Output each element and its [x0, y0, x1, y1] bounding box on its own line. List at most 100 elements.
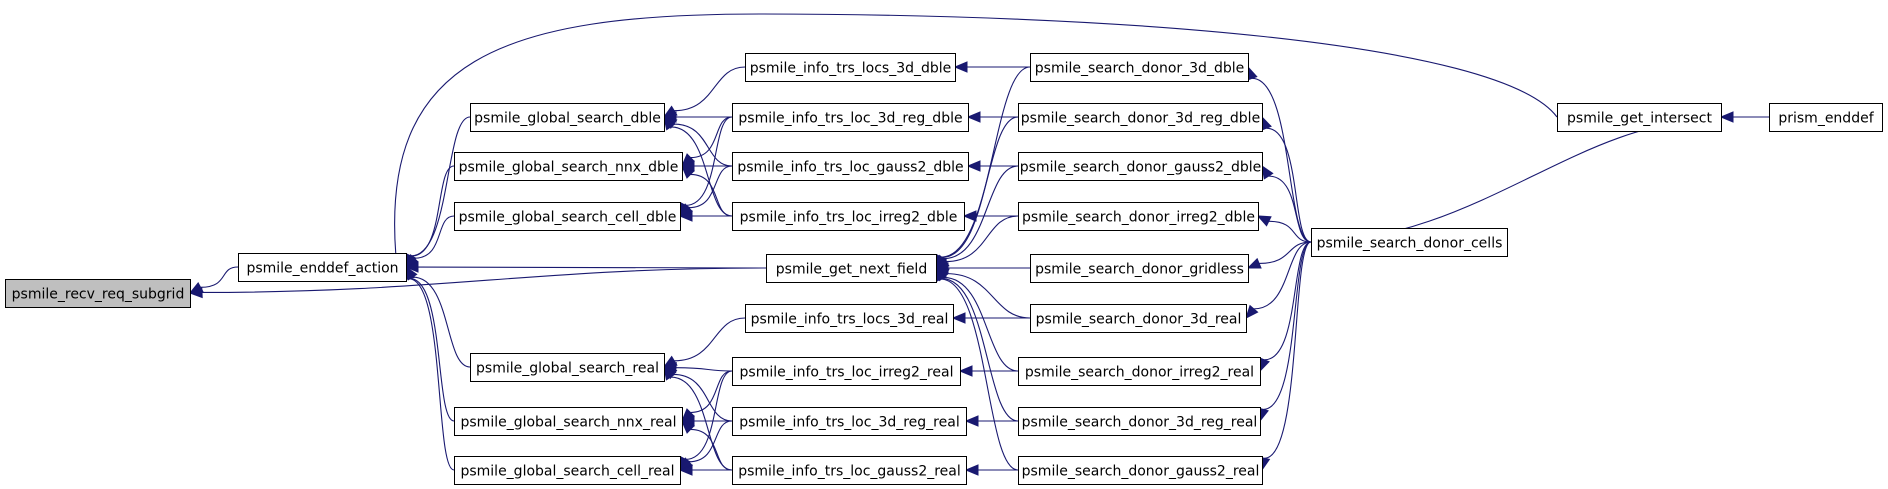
edge-psmile-info-trs-loc-irreg2-dble-to-psmile-global-search-nnx-dble — [681, 165, 733, 217]
node-label: psmile_search_donor_3d_dble — [1035, 61, 1244, 77]
node-box — [745, 53, 956, 82]
node-psmile-search-donor-gauss2-real[interactable]: psmile_search_donor_gauss2_real — [1018, 456, 1263, 485]
node-label: psmile_search_donor_3d_reg_real — [1022, 415, 1258, 431]
node-psmile-global-search-nnx-dble[interactable]: psmile_global_search_nnx_dble — [454, 152, 683, 181]
node-box — [1030, 304, 1247, 333]
node-label: psmile_enddef_action — [246, 261, 398, 277]
edge-layer — [188, 13, 1769, 476]
node-psmile-search-donor-irreg2-real[interactable]: psmile_search_donor_irreg2_real — [1018, 357, 1261, 386]
node-psmile-info-trs-loc-irreg2-dble[interactable]: psmile_info_trs_loc_irreg2_dble — [732, 202, 965, 231]
node-psmile-global-search-nnx-real[interactable]: psmile_global_search_nnx_real — [454, 407, 683, 436]
edge-psmile-get-next-field-to-psmile-recv-req-subgrid — [188, 267, 767, 299]
edge-psmile-global-search-dble-to-psmile-enddef-action — [405, 116, 471, 269]
node-psmile-global-search-cell-real[interactable]: psmile_global_search_cell_real — [454, 456, 681, 485]
node-psmile-get-next-field[interactable]: psmile_get_next_field — [766, 254, 937, 283]
node-box — [454, 407, 683, 436]
edge-psmile-info-trs-loc-3d-reg-dble-to-psmile-global-search-nnx-dble — [681, 116, 733, 167]
node-box — [454, 152, 683, 181]
node-label: psmile_info_trs_loc_3d_reg_real — [739, 415, 959, 431]
node-psmile-enddef-action[interactable]: psmile_enddef_action — [238, 253, 407, 282]
node-box — [1311, 228, 1508, 257]
node-psmile-search-donor-gridless[interactable]: psmile_search_donor_gridless — [1030, 254, 1249, 283]
node-label: psmile_search_donor_3d_real — [1036, 312, 1242, 328]
node-box — [5, 279, 191, 308]
node-label: psmile_info_trs_loc_irreg2_dble — [740, 210, 958, 226]
node-label: psmile_global_search_cell_dble — [459, 210, 677, 226]
node-box — [732, 103, 969, 132]
edge-psmile-search-donor-irreg2-dble-to-psmile-info-trs-loc-irreg2-dble — [962, 210, 1018, 222]
node-psmile-info-trs-loc-gauss2-real[interactable]: psmile_info_trs_loc_gauss2_real — [732, 456, 967, 485]
node-box — [1018, 152, 1263, 181]
node-label: prism_enddef — [1778, 111, 1874, 127]
node-psmile-info-trs-locs-3d-dble[interactable]: psmile_info_trs_locs_3d_dble — [745, 53, 956, 82]
edge-psmile-info-trs-loc-irreg2-dble-to-psmile-global-search-cell-dble — [678, 210, 732, 222]
node-layer: psmile_recv_req_subgrid psmile_enddef_act… — [5, 53, 1883, 485]
edge-psmile-search-donor-3d-reg-real-to-psmile-get-next-field — [935, 266, 1019, 422]
edge-psmile-search-donor-gauss2-real-to-psmile-get-next-field — [935, 266, 1019, 471]
node-psmile-search-donor-cells[interactable]: psmile_search_donor_cells — [1311, 228, 1508, 257]
node-label: psmile_search_donor_gauss2_dble — [1020, 160, 1261, 176]
edge-psmile-search-donor-gauss2-dble-to-psmile-info-trs-loc-gauss2-dble — [966, 160, 1018, 172]
node-psmile-info-trs-loc-gauss2-dble[interactable]: psmile_info_trs_loc_gauss2_dble — [732, 152, 969, 181]
node-psmile-search-donor-3d-dble[interactable]: psmile_search_donor_3d_dble — [1030, 53, 1249, 82]
node-box — [454, 202, 681, 231]
node-psmile-info-trs-locs-3d-real[interactable]: psmile_info_trs_locs_3d_real — [745, 304, 954, 333]
edge-psmile-search-donor-cells-to-psmile-search-donor-irreg2-real — [1259, 241, 1312, 373]
node-label: psmile_search_donor_3d_reg_dble — [1021, 111, 1260, 127]
node-label: psmile_info_trs_loc_gauss2_real — [738, 464, 961, 480]
edge-psmile-search-donor-cells-to-psmile-get-intersect — [1310, 115, 1723, 243]
node-box — [732, 357, 961, 386]
node-label: psmile_search_donor_cells — [1317, 236, 1503, 252]
node-psmile-info-trs-loc-irreg2-real[interactable]: psmile_info_trs_loc_irreg2_real — [732, 357, 961, 386]
node-box — [745, 304, 954, 333]
node-box — [1769, 103, 1883, 132]
node-label: psmile_search_donor_gridless — [1035, 262, 1244, 278]
node-psmile-search-donor-irreg2-dble[interactable]: psmile_search_donor_irreg2_dble — [1018, 202, 1259, 231]
node-box — [1018, 202, 1259, 231]
node-psmile-global-search-real[interactable]: psmile_global_search_real — [470, 353, 665, 382]
node-label: psmile_info_trs_loc_irreg2_real — [740, 365, 954, 381]
node-psmile-global-search-dble[interactable]: psmile_global_search_dble — [470, 103, 665, 132]
edge-psmile-search-donor-3d-reg-dble-to-psmile-info-trs-loc-3d-reg-dble — [966, 111, 1018, 123]
edge-psmile-search-donor-cells-to-psmile-search-donor-3d-reg-real — [1257, 241, 1312, 423]
node-box — [1030, 53, 1249, 82]
edge-psmile-search-donor-cells-to-psmile-search-donor-gridless — [1246, 241, 1312, 269]
node-psmile-get-intersect[interactable]: psmile_get_intersect — [1557, 103, 1722, 132]
edge-psmile-get-next-field-to-psmile-enddef-action — [404, 261, 767, 273]
node-psmile-info-trs-loc-3d-reg-real[interactable]: psmile_info_trs_loc_3d_reg_real — [732, 407, 967, 436]
node-psmile-search-donor-3d-reg-dble[interactable]: psmile_search_donor_3d_reg_dble — [1018, 103, 1263, 132]
node-box — [1018, 357, 1261, 386]
edge-psmile-search-donor-3d-dble-to-psmile-info-trs-locs-3d-dble — [953, 61, 1030, 73]
edge-psmile-info-trs-loc-gauss2-real-to-psmile-global-search-cell-real — [678, 464, 732, 476]
node-psmile-search-donor-3d-real[interactable]: psmile_search_donor_3d_real — [1030, 304, 1247, 333]
node-box — [1018, 456, 1263, 485]
node-psmile-info-trs-loc-3d-reg-dble[interactable]: psmile_info_trs_loc_3d_reg_dble — [732, 103, 969, 132]
node-label: psmile_global_search_dble — [474, 111, 661, 127]
node-box — [1030, 254, 1249, 283]
node-box — [732, 152, 969, 181]
node-psmile-global-search-cell-dble[interactable]: psmile_global_search_cell_dble — [454, 202, 681, 231]
node-label: psmile_info_trs_loc_3d_reg_dble — [738, 111, 962, 127]
node-box — [470, 353, 665, 382]
node-psmile-recv-req-subgrid: psmile_recv_req_subgrid — [5, 279, 191, 308]
node-psmile-search-donor-3d-reg-real[interactable]: psmile_search_donor_3d_reg_real — [1018, 407, 1261, 436]
edge-psmile-info-trs-loc-gauss2-real-to-psmile-global-search-nnx-real — [681, 420, 733, 471]
node-box — [732, 202, 965, 231]
node-psmile-search-donor-gauss2-dble[interactable]: psmile_search_donor_gauss2_dble — [1018, 152, 1263, 181]
edge-prism-enddef-to-psmile-get-intersect — [1719, 111, 1769, 123]
edge-psmile-search-donor-gridless-to-psmile-get-next-field — [934, 262, 1030, 274]
node-box — [1018, 103, 1263, 132]
node-box — [238, 253, 407, 282]
node-label: psmile_global_search_cell_real — [460, 464, 674, 480]
node-label: psmile_search_donor_gauss2_real — [1022, 464, 1260, 480]
node-box — [732, 456, 967, 485]
node-label: psmile_get_intersect — [1567, 111, 1712, 127]
edge-psmile-search-donor-irreg2-real-to-psmile-info-trs-loc-irreg2-real — [958, 365, 1018, 377]
node-label: psmile_recv_req_subgrid — [12, 287, 185, 303]
node-label: psmile_global_search_nnx_real — [461, 415, 677, 431]
node-label: psmile_info_trs_locs_3d_real — [751, 312, 949, 328]
edge-psmile-search-donor-cells-to-psmile-search-donor-gauss2-real — [1259, 241, 1312, 472]
node-prism-enddef[interactable]: prism_enddef — [1769, 103, 1883, 132]
edge-psmile-search-donor-3d-reg-dble-to-psmile-get-next-field — [935, 116, 1019, 270]
